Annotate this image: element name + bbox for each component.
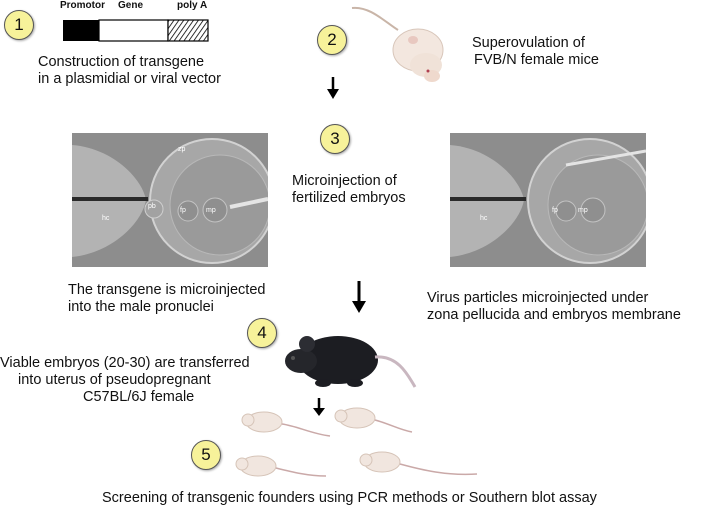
arrow-to-step-5: [313, 398, 325, 416]
label-zp: zp: [178, 146, 186, 153]
left-embryo-micrograph: zp pb hc fp mp: [72, 133, 268, 267]
label-mp-right: mp: [578, 207, 588, 214]
gene-label: Gene: [118, 0, 144, 11]
step-1-text-line-2: in a plasmidial or viral vector: [38, 71, 221, 87]
vector-construct: [63, 19, 209, 42]
left-caption-line-1: The transgene is microinjected: [68, 282, 266, 298]
step-5-text: Screening of transgenic founders using P…: [102, 490, 597, 506]
label-hc-right: hc: [480, 215, 488, 222]
step-4-text-line-2: into uterus of pseudopregnant: [18, 372, 211, 388]
step-2-text-line-2: FVB/N female mice: [474, 52, 599, 68]
left-caption-line-2: into the male pronuclei: [68, 299, 214, 315]
step-2-text-line-1: Superovulation of: [472, 35, 585, 51]
step-4-badge: 4: [247, 318, 277, 348]
step-1-text-line-1: Construction of transgene: [38, 54, 205, 70]
founder-mouse-2: [334, 407, 413, 433]
step-4-text-line-3: C57BL/6J female: [83, 389, 195, 405]
label-fp-right: fp: [552, 207, 558, 214]
arrow-to-step-4: [352, 281, 366, 313]
step-1-badge: 1: [4, 10, 34, 40]
right-embryo-micrograph: hc fp mp: [450, 133, 646, 267]
promotor-label: Promotor: [60, 0, 105, 11]
founder-mouse-4: [359, 451, 478, 476]
label-fp: fp: [180, 207, 186, 214]
white-mouse-photo: [351, 6, 444, 82]
polya-label: poly A: [177, 0, 208, 11]
step-3-text-line-1: Microinjection of: [292, 173, 397, 189]
step-5-badge: 5: [191, 440, 221, 470]
step-4-text-line-1: Viable embryos (20-30) are transferred: [0, 355, 250, 371]
polya-block: [167, 19, 209, 42]
right-caption-line-2: zona pellucida and embryos membrane: [427, 307, 681, 323]
founder-mouse-3: [235, 455, 327, 477]
founder-mouse-1: [241, 411, 331, 437]
label-hc: hc: [102, 215, 110, 222]
black-mouse-photo: [285, 336, 417, 388]
founder-mice-group: [235, 407, 478, 477]
label-mp: mp: [206, 207, 216, 214]
arrow-to-step-3: [327, 77, 339, 99]
right-caption-line-1: Virus particles microinjected under: [427, 290, 649, 306]
step-2-badge: 2: [317, 25, 347, 55]
label-pb: pb: [148, 203, 156, 210]
promotor-block: [63, 20, 99, 41]
step-3-text-line-2: fertilized embryos: [292, 190, 406, 206]
gene-block: [98, 19, 169, 42]
step-3-badge: 3: [320, 124, 350, 154]
